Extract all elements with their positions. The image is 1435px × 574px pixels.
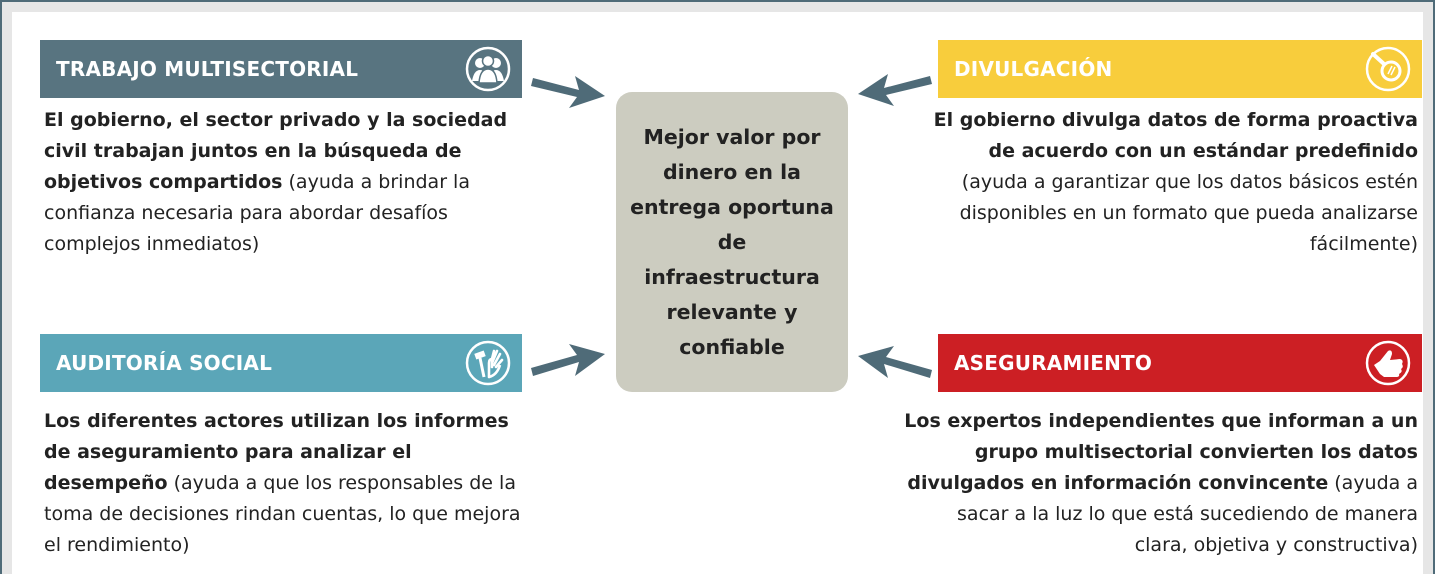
divulgacion-bold-text: El gobierno divulga datos de forma proac…: [933, 109, 1418, 162]
aseguramiento-banner: ASEGURAMIENTO: [938, 334, 1422, 392]
multisectorial-title: TRABAJO MULTISECTORIAL: [56, 57, 359, 81]
auditoria-banner: AUDITORÍA SOCIAL: [40, 334, 522, 392]
center-text: Mejor valor por dinero en la entrega opo…: [630, 124, 834, 359]
aseguramiento-title: ASEGURAMIENTO: [954, 351, 1153, 375]
hand-hammer-icon: [465, 340, 511, 386]
auditoria-bold-text: Los diferentes actores utilizan los info…: [44, 410, 509, 494]
aseguramiento-rest-text: (ayuda a sacar a la luz lo que está suce…: [957, 472, 1418, 556]
arrow-top-right: [858, 74, 932, 106]
magnifier-icon: [1365, 46, 1411, 92]
multisectorial-rest-text: (ayuda a brindar la confianza necesaria …: [44, 171, 470, 255]
arrow-bottom-right: [858, 346, 932, 378]
auditoria-title: AUDITORÍA SOCIAL: [56, 351, 273, 375]
multisectorial-banner: TRABAJO MULTISECTORIAL: [40, 40, 522, 98]
center-box: Mejor valor por dinero en la entrega opo…: [616, 92, 848, 392]
auditoria-description: Los diferentes actores utilizan los info…: [44, 406, 534, 561]
multisectorial-bold-text: El gobierno, el sector privado y la soci…: [44, 109, 508, 193]
arrow-bottom-left: [531, 344, 605, 376]
divulgacion-rest-text: (ayuda a garantizar que los datos básico…: [959, 171, 1418, 255]
multisectorial-description: El gobierno, el sector privado y la soci…: [44, 105, 534, 260]
auditoria-rest-text: (ayuda a que los responsables de la toma…: [44, 472, 521, 556]
people-group-icon: [465, 46, 511, 92]
arrow-top-left: [531, 76, 605, 108]
divulgacion-title: DIVULGACIÓN: [954, 57, 1113, 81]
thumbs-up-icon: [1365, 340, 1411, 386]
divulgacion-banner: DIVULGACIÓN: [938, 40, 1422, 98]
divulgacion-description: El gobierno divulga datos de forma proac…: [922, 105, 1418, 260]
aseguramiento-description: Los expertos independientes que informan…: [902, 406, 1418, 561]
aseguramiento-bold-text: Los expertos independientes que informan…: [904, 410, 1418, 494]
